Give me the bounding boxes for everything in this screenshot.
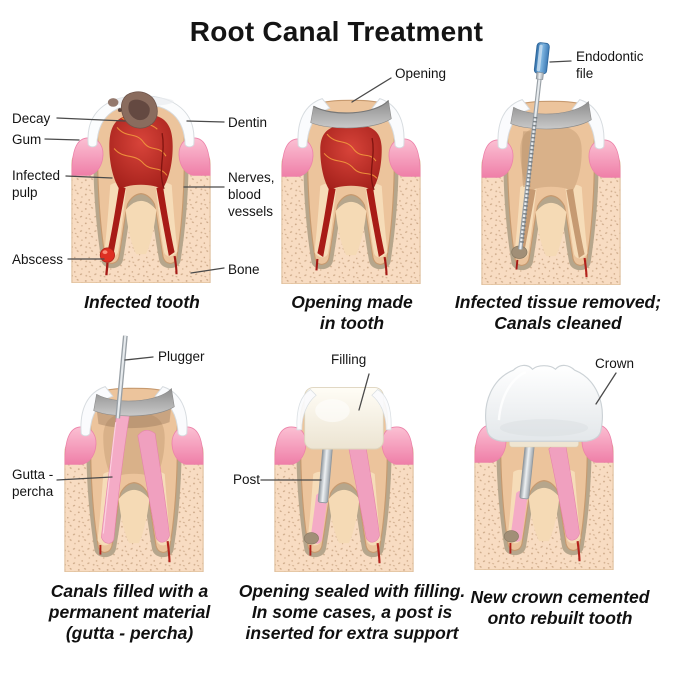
caption-crown-cemented: New crown cemented onto rebuilt tooth bbox=[470, 587, 650, 628]
pulp-infected bbox=[315, 124, 388, 276]
access-opening bbox=[310, 99, 392, 129]
label-endodontic-file: Endodontic file bbox=[576, 49, 644, 81]
access-opening bbox=[510, 100, 592, 130]
label-crown: Crown bbox=[595, 356, 635, 371]
label-nerves-blood-vessels: Nerves, blood vessels bbox=[228, 170, 275, 219]
label-infected-pulp: Infected pulp bbox=[12, 168, 61, 200]
caption-infected-tooth: Infected tooth bbox=[84, 292, 200, 312]
filling-block bbox=[304, 387, 384, 450]
label-dentin: Dentin bbox=[228, 115, 268, 130]
tooth-illustration-infected bbox=[71, 91, 211, 283]
caption-tissue-removed: Infected tissue removed; Canals cleaned bbox=[454, 292, 662, 333]
label-bone: Bone bbox=[228, 262, 260, 277]
caption-opening-sealed: Opening sealed with filling. In some cas… bbox=[238, 581, 466, 643]
label-filling: Filling bbox=[331, 352, 367, 367]
debris-lump bbox=[303, 532, 319, 545]
nerves-vessels bbox=[323, 133, 378, 191]
label-abscess: Abscess bbox=[12, 252, 64, 267]
plugger-tool bbox=[115, 335, 128, 419]
label-plugger: Plugger bbox=[158, 349, 205, 364]
crown-cap bbox=[485, 364, 603, 442]
label-opening: Opening bbox=[395, 66, 447, 81]
caption-opening-made: Opening made in tooth bbox=[291, 292, 413, 333]
label-post: Post bbox=[233, 472, 261, 487]
file-handle bbox=[533, 42, 550, 80]
label-gutta-percha: Gutta - percha bbox=[12, 467, 54, 499]
gutta-percha-canals bbox=[309, 438, 381, 564]
tooth-illustration-gutta-percha bbox=[64, 335, 204, 572]
tooth-illustration-opening bbox=[281, 98, 421, 284]
caption-canals-filled: Canals filled with a permanent material … bbox=[48, 581, 211, 643]
debris-lump bbox=[503, 530, 519, 543]
tooth-illustration-crown bbox=[474, 364, 614, 570]
tooth-illustration-cleaned bbox=[481, 42, 621, 285]
enamel-shoulders bbox=[296, 389, 392, 431]
label-decay: Decay bbox=[12, 111, 51, 126]
decay-blob bbox=[107, 91, 158, 129]
page-title: Root Canal Treatment bbox=[189, 16, 484, 47]
endodontic-file bbox=[518, 42, 550, 250]
label-gum: Gum bbox=[12, 132, 42, 147]
